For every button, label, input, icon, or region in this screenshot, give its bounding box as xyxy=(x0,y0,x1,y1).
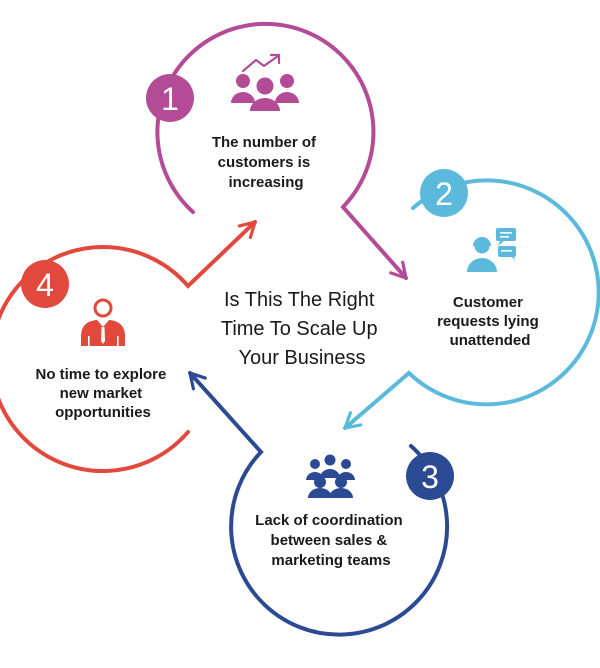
businessman-icon xyxy=(81,298,125,346)
step-4-text-line: opportunities xyxy=(55,404,151,421)
step-2-text: Customer requests lying unattended xyxy=(437,294,543,349)
step-4-ring xyxy=(0,220,257,473)
step-1-badge xyxy=(146,74,194,122)
step-3: 3 Lack of coordination between sales & m… xyxy=(188,371,454,637)
step-4-badge xyxy=(21,260,69,308)
step-3-ring xyxy=(188,371,450,637)
step-1-ring xyxy=(155,21,408,280)
step-2-badge xyxy=(420,169,468,217)
step-4-text-line: No time to explore xyxy=(35,366,166,383)
center-title-line: Time To Scale Up xyxy=(221,318,378,340)
step-2-ring xyxy=(343,178,600,430)
step-3-text-line: marketing teams xyxy=(271,552,390,569)
step-4-text-line: new market xyxy=(60,385,143,402)
step-4: 4 No time to explore new market opportun… xyxy=(0,220,257,473)
step-1-text: The number of customers is increasing xyxy=(212,134,320,191)
center-title-line: Is This The Right xyxy=(224,289,375,311)
growing-team-icon xyxy=(231,53,299,111)
step-2-text-line: unattended xyxy=(450,332,531,349)
step-3-text-line: Lack of coordination xyxy=(255,512,403,529)
step-2-text-line: Customer xyxy=(453,294,523,311)
group-icon xyxy=(306,454,355,498)
center-title-line: Your Business xyxy=(238,347,365,369)
step-2: 2 Customer requests lying unattended xyxy=(343,169,600,430)
step-1: 1 The number of customers is increasing xyxy=(146,21,408,280)
step-3-number: 3 xyxy=(421,459,439,495)
center-title: Is This The Right Time To Scale Up Your … xyxy=(221,289,383,369)
step-1-text-line: The number of xyxy=(212,134,317,151)
step-2-text-line: requests lying xyxy=(437,313,539,330)
step-3-text-line: between sales & xyxy=(271,532,388,549)
step-4-text: No time to explore new market opportunit… xyxy=(35,366,170,421)
step-1-number: 1 xyxy=(161,81,179,117)
step-3-text: Lack of coordination between sales & mar… xyxy=(255,512,407,569)
step-4-number: 4 xyxy=(36,267,54,303)
step-3-badge xyxy=(406,452,454,500)
support-agent-chat-icon xyxy=(467,228,516,272)
step-1-text-line: increasing xyxy=(228,174,303,191)
step-2-number: 2 xyxy=(435,176,453,212)
step-1-text-line: customers is xyxy=(218,154,311,171)
